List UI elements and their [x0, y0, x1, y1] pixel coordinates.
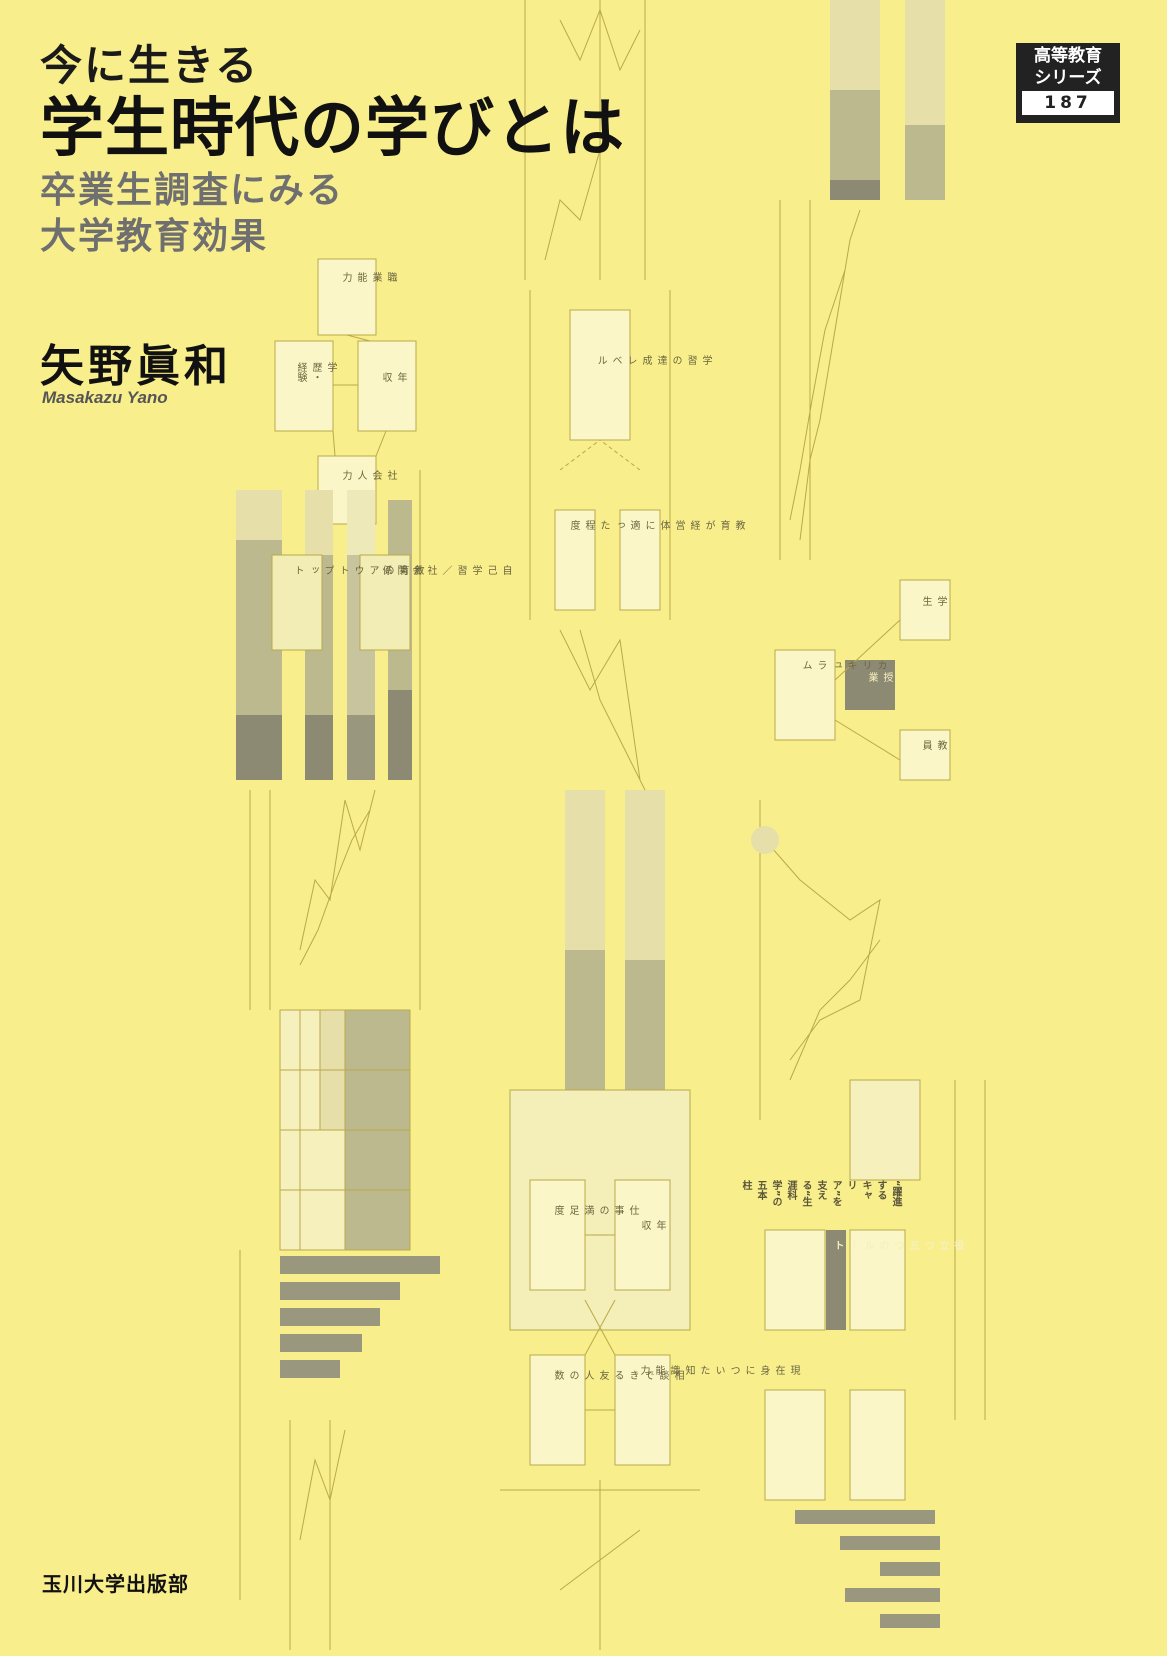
author-roman-name: Masakazu Yano — [42, 388, 168, 407]
diagram-label: 教員 — [920, 740, 946, 750]
background-diagram-left — [236, 258, 440, 1650]
diagram-label: “躍進するキャリア”を支える“生涯科学”の五本柱 — [740, 1180, 901, 1207]
diagram-label: 授業 — [866, 672, 892, 682]
series-name: 高等教育 — [1034, 46, 1102, 66]
series-number: 187 — [1022, 91, 1114, 115]
diagram-label: 学歴・経験 — [295, 362, 336, 382]
diagram-label: 役立つ五つのルート — [832, 1240, 963, 1250]
diagram-label: 年収 — [639, 1220, 665, 1230]
diagram-label: 現在身についた知識能力 — [638, 1365, 799, 1375]
subtitle-line2: 大学教育効果 — [40, 216, 269, 257]
diagram-label: 仕事の満足度 — [552, 1205, 638, 1215]
subtitle-line1: 卒業生調査にみる — [40, 170, 345, 211]
author-name: 矢野眞和 — [40, 341, 232, 392]
diagram-label: 相談できる友人の数 — [552, 1370, 683, 1380]
diagram-label: 教育のアウトプット — [292, 565, 423, 575]
diagram-label: カリキュラム — [800, 660, 886, 670]
diagram-label: 社会人力 — [340, 470, 396, 480]
title-line1: 今に生きる — [40, 41, 260, 90]
series-label: シリーズ — [1034, 68, 1102, 88]
book-title: 学生時代の学びとは — [40, 92, 625, 166]
series-badge: 高等教育 シリーズ 187 — [1016, 43, 1120, 123]
publisher-name: 玉川大学出版部 — [42, 1572, 189, 1596]
diagram-label: 職業能力 — [340, 272, 396, 282]
diagram-label: 年収 — [380, 372, 406, 382]
diagram-label: 学習の達成レベル — [595, 355, 711, 365]
background-diagram-right — [751, 0, 986, 1628]
title-block: 今に生きる 学生時代の学びとは 卒業生調査にみる 大学教育効果 — [40, 40, 625, 260]
diagram-label: 自己学習／社会関係 — [380, 565, 511, 575]
background-diagram-middle — [500, 0, 700, 1650]
diagram-label: 学生 — [920, 596, 946, 606]
diagram-label: 教育が経営体に適った程度 — [568, 520, 744, 530]
